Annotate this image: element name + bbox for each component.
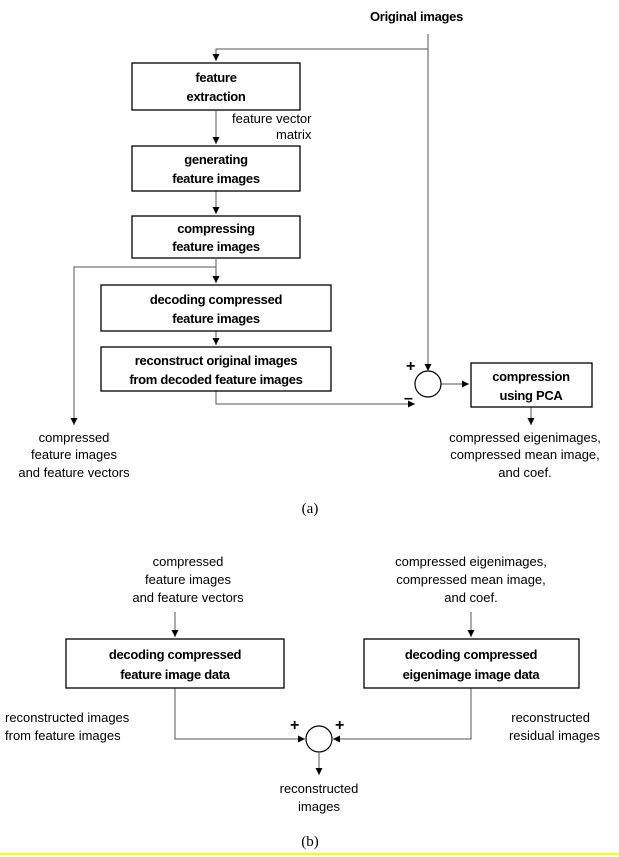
svg-text:decoding compressed: decoding compressed bbox=[109, 647, 242, 662]
compressed-feature-output-label: compressed feature images and feature ve… bbox=[18, 430, 130, 480]
svg-text:feature: feature bbox=[195, 70, 236, 85]
svg-text:reconstructed images: reconstructed images bbox=[5, 710, 130, 725]
svg-text:reconstructed: reconstructed bbox=[280, 781, 359, 796]
svg-text:reconstruct original images: reconstruct original images bbox=[135, 353, 297, 368]
svg-text:compressed mean image,: compressed mean image, bbox=[396, 572, 546, 587]
summing-junction-a bbox=[414, 370, 442, 398]
svg-text:from feature images: from feature images bbox=[5, 728, 121, 743]
svg-text:and coef.: and coef. bbox=[444, 590, 498, 605]
svg-text:and feature vectors: and feature vectors bbox=[18, 465, 130, 480]
box-decoding-feature-image-data: decoding compressed feature image data bbox=[65, 638, 285, 689]
svg-text:from decoded feature images: from decoded feature images bbox=[129, 372, 302, 387]
svg-text:eigenimage image data: eigenimage image data bbox=[403, 667, 541, 682]
caption-b: (b) bbox=[301, 834, 319, 850]
wire-to-compressed-output bbox=[70, 266, 216, 425]
summing-junction-b bbox=[305, 725, 333, 753]
svg-text:generating: generating bbox=[184, 152, 248, 167]
svg-text:and feature vectors: and feature vectors bbox=[132, 590, 244, 605]
svg-text:using PCA: using PCA bbox=[499, 388, 563, 403]
svg-text:compressed eigenimages,: compressed eigenimages, bbox=[395, 554, 547, 569]
feature-vector-label-1: feature vector bbox=[232, 111, 312, 126]
input-left-label-b: compressed feature images and feature ve… bbox=[132, 554, 244, 605]
reconstructed-from-feature-label: reconstructed images from feature images bbox=[5, 710, 130, 743]
bottom-rule bbox=[0, 853, 619, 855]
box-decoding-compressed-feature-images: decoding compressed feature images bbox=[100, 284, 332, 332]
box-generating-feature-images: generating feature images bbox=[131, 145, 301, 192]
svg-text:images: images bbox=[298, 799, 340, 814]
wire-reconstruct-to-junction bbox=[215, 391, 415, 408]
svg-text:and coef.: and coef. bbox=[498, 465, 552, 480]
svg-text:feature images: feature images bbox=[145, 572, 231, 587]
wires-part-a bbox=[70, 34, 535, 425]
junction-a-plus-sign: + bbox=[406, 358, 415, 375]
caption-a: (a) bbox=[302, 501, 319, 517]
reconstructed-residual-label: reconstructed residual images bbox=[509, 710, 601, 743]
feature-vector-label-2: matrix bbox=[276, 127, 312, 142]
wire-left-box-to-junction bbox=[174, 688, 305, 743]
svg-text:decoding compressed: decoding compressed bbox=[405, 647, 538, 662]
svg-text:compressed: compressed bbox=[153, 554, 224, 569]
junction-b-plus-left: + bbox=[290, 717, 299, 734]
svg-text:feature images: feature images bbox=[172, 171, 260, 186]
svg-text:compression: compression bbox=[492, 369, 570, 384]
junction-a-minus-sign: – bbox=[404, 390, 413, 407]
svg-text:decoding compressed: decoding compressed bbox=[150, 292, 283, 307]
svg-text:reconstructed: reconstructed bbox=[511, 710, 590, 725]
box-decoding-eigenimage-data: decoding compressed eigenimage image dat… bbox=[363, 638, 580, 689]
svg-text:residual images: residual images bbox=[509, 728, 601, 743]
box-feature-extraction: feature extraction bbox=[131, 62, 301, 111]
svg-text:compressed mean image,: compressed mean image, bbox=[450, 447, 600, 462]
wires-part-b bbox=[171, 612, 475, 775]
input-right-label-b: compressed eigenimages, compressed mean … bbox=[395, 554, 547, 605]
box-reconstruct-original-images: reconstruct original images from decoded… bbox=[100, 346, 332, 392]
svg-text:feature images: feature images bbox=[172, 239, 260, 254]
svg-text:feature images: feature images bbox=[172, 311, 260, 326]
wire-original-to-extraction bbox=[212, 34, 429, 61]
reconstructed-images-output-label: reconstructed images bbox=[280, 781, 359, 814]
svg-text:feature image data: feature image data bbox=[120, 667, 231, 682]
svg-text:extraction: extraction bbox=[186, 89, 245, 104]
svg-text:compressing: compressing bbox=[177, 221, 255, 236]
junction-b-plus-right: + bbox=[335, 717, 344, 734]
wire-right-box-to-junction bbox=[333, 688, 472, 743]
box-compressing-feature-images: compressing feature images bbox=[131, 215, 301, 259]
svg-text:compressed eigenimages,: compressed eigenimages, bbox=[449, 430, 601, 445]
compressed-eigenimage-output-label: compressed eigenimages, compressed mean … bbox=[449, 430, 601, 480]
original-images-label: Original images bbox=[370, 9, 463, 24]
box-compression-using-pca: compression using PCA bbox=[470, 362, 593, 408]
svg-text:compressed: compressed bbox=[39, 430, 110, 445]
svg-text:feature images: feature images bbox=[31, 447, 117, 462]
